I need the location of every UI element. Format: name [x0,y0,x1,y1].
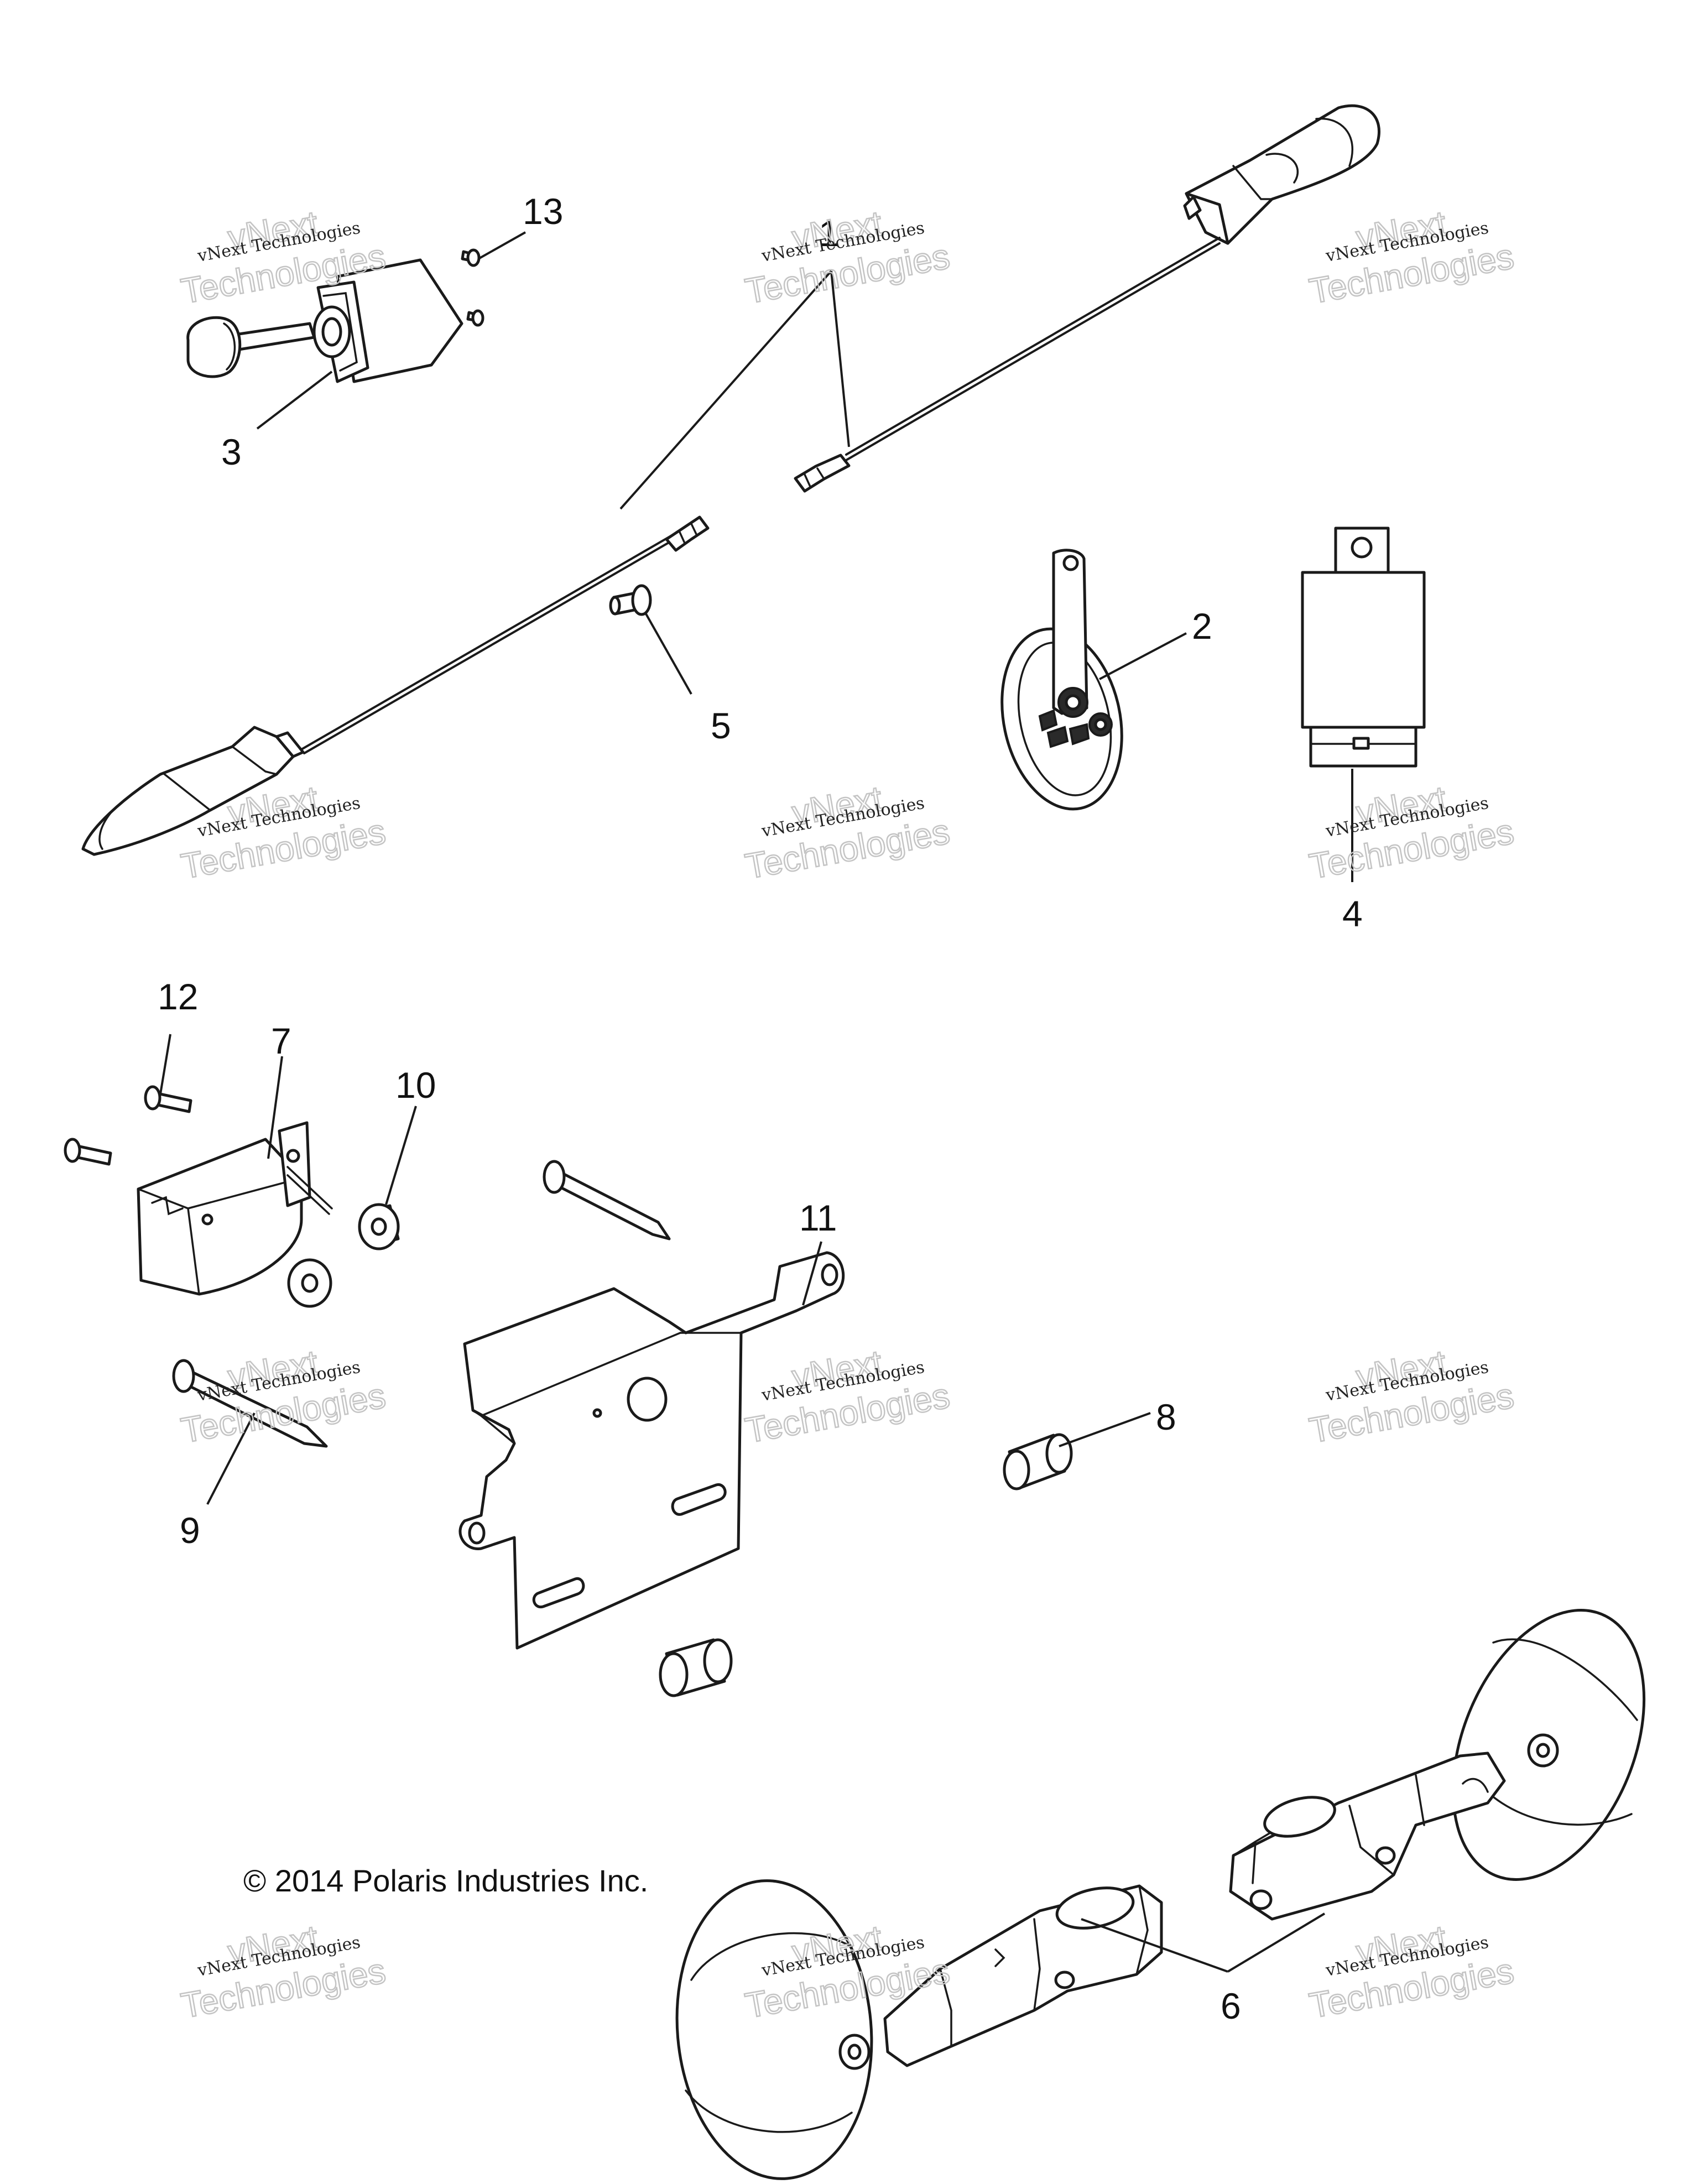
part-7-bracket [137,1121,333,1296]
callout-4: 4 [1342,893,1363,934]
watermark: vNext vNext Technologies Technologies [742,778,953,887]
part-6-mirror-left [675,1879,1163,2180]
part-12-screws [64,1085,192,1166]
part-5-pin [609,584,652,616]
part-8-spacers [659,1433,1073,1697]
watermark: vNext vNext Technologies Technologies [1306,1342,1518,1451]
part-3-switch [186,258,463,383]
part-11-pin [543,1160,671,1240]
watermark: vNext vNext Technologies Technologies [178,1342,389,1451]
part-13-screws [461,248,484,327]
callout-7: 7 [271,1020,291,1061]
callout-labels: 13 1 3 2 5 4 12 7 10 11 8 9 6 [158,191,1363,2026]
copyright-notice: © 2014 Polaris Industries Inc. [243,1863,648,1898]
part-9-pin [172,1359,328,1448]
callout-8: 8 [1156,1396,1176,1437]
part-10-spacers [287,1203,400,1308]
callout-13: 13 [523,191,563,232]
part-1-turn-signal-lower [81,515,710,856]
callout-2: 2 [1192,606,1212,647]
callout-3: 3 [221,431,242,472]
callout-11: 11 [799,1197,837,1238]
callout-1: 1 [819,213,839,254]
watermark: vNext vNext Technologies Technologies [1306,1917,1518,2026]
watermark: vNext vNext Technologies Technologies [178,202,389,312]
watermark: vNext vNext Technologies Technologies [1306,778,1518,887]
callout-10: 10 [395,1065,436,1106]
watermark: vNext vNext Technologies Technologies [742,1342,953,1451]
callout-5: 5 [711,705,731,746]
part-4-relay [1301,527,1426,768]
watermark: vNext vNext Technologies Technologies [1306,202,1518,312]
part-6-mirror-right [1229,1609,1646,1921]
callout-9: 9 [180,1510,200,1551]
watermark: vNext vNext Technologies Technologies [178,1917,389,2026]
part-1-turn-signal-upper [794,104,1380,493]
watermark: vNext vNext Technologies Technologies [742,202,953,312]
callout-6: 6 [1221,1985,1241,2026]
leader-lines [159,231,1353,1973]
callout-12: 12 [158,976,198,1017]
part-2-horn [1000,549,1123,811]
part-11-mounting-plate [458,1251,845,1650]
